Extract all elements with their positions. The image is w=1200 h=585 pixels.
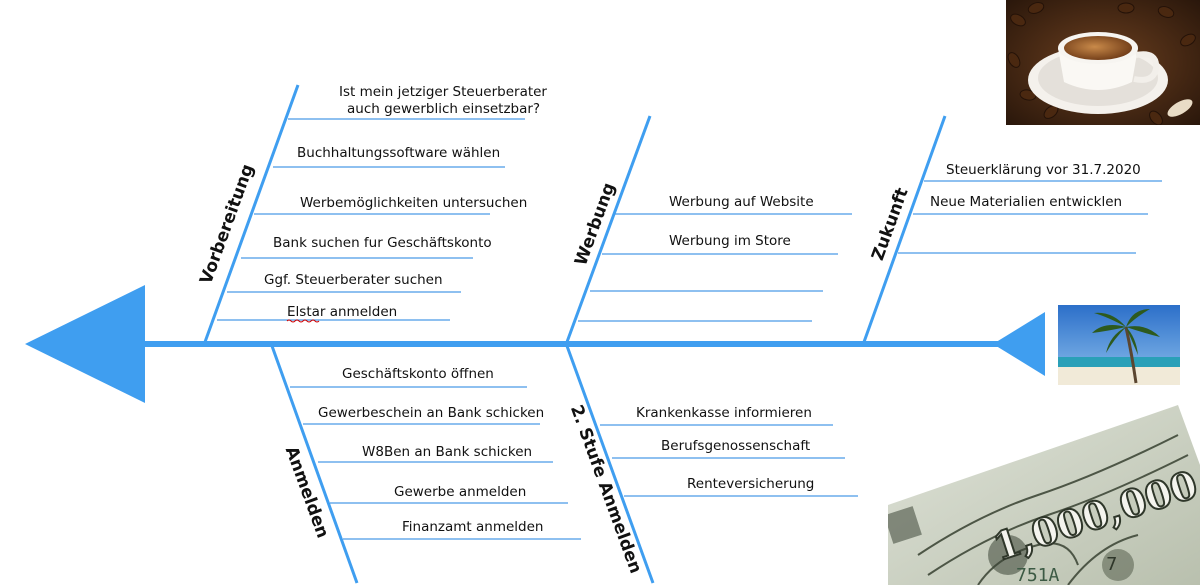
item-buchhaltungssoftware: Buchhaltungssoftware wählen	[297, 145, 500, 161]
item-bank-suchen: Bank suchen fur Geschäftskonto	[273, 235, 492, 251]
item-neue-materialien: Neue Materialien entwicklen	[930, 194, 1122, 210]
tail-arrow	[993, 312, 1045, 376]
beach-palm-photo	[1058, 305, 1180, 385]
bone-vorbereitung	[203, 84, 300, 343]
bill-serial: 751A	[1016, 565, 1060, 585]
bone-zukunft	[862, 115, 947, 343]
item-gewerbeschein: Gewerbeschein an Bank schicken	[318, 405, 544, 421]
item-steuerberater-line1: Ist mein jetziger Steuerberater	[339, 84, 547, 100]
bone-werbung	[565, 115, 652, 343]
bone-2-stufe-anmelden	[565, 345, 655, 584]
item-finanzamt: Finanzamt anmelden	[402, 519, 543, 535]
coffee-cup-photo	[1006, 0, 1200, 125]
item-w8ben: W8Ben an Bank schicken	[362, 444, 532, 460]
anmelden-word: anmelden	[325, 304, 397, 320]
item-werbemoeglichkeiten: Werbemöglichkeiten untersuchen	[300, 195, 527, 211]
item-werbung-website: Werbung auf Website	[669, 194, 814, 210]
elstar-word: Elstar	[287, 304, 326, 320]
item-werbung-store: Werbung im Store	[669, 233, 791, 249]
item-elstar-anmelden: Elstar anmelden	[287, 304, 397, 320]
bill-seven: 7	[1106, 554, 1117, 575]
bone-anmelden	[270, 345, 359, 584]
item-steuererklaerung: Steuerklärung vor 31.7.2020	[946, 162, 1141, 178]
item-renteversicherung: Renteversicherung	[687, 476, 814, 492]
item-steuerberater-suchen: Ggf. Steuerberater suchen	[264, 272, 443, 288]
dollar-bill-photo: 1,000,000 751A 7	[888, 405, 1200, 585]
branch-label-2-stufe-anmelden: 2. Stufe Anmelden	[566, 402, 646, 576]
item-krankenkasse: Krankenkasse informieren	[636, 405, 812, 421]
spellcheck-underline	[286, 319, 320, 323]
item-berufsgenossenschaft: Berufsgenossenschaft	[661, 438, 810, 454]
branch-label-werbung: Werbung	[571, 180, 619, 268]
item-steuerberater-line2: auch gewerblich einsetzbar?	[347, 101, 540, 117]
item-gewerbe-anmelden: Gewerbe anmelden	[394, 484, 526, 500]
head-arrow	[25, 285, 145, 403]
item-geschaeftskonto-oeffnen: Geschäftskonto öffnen	[342, 366, 494, 382]
